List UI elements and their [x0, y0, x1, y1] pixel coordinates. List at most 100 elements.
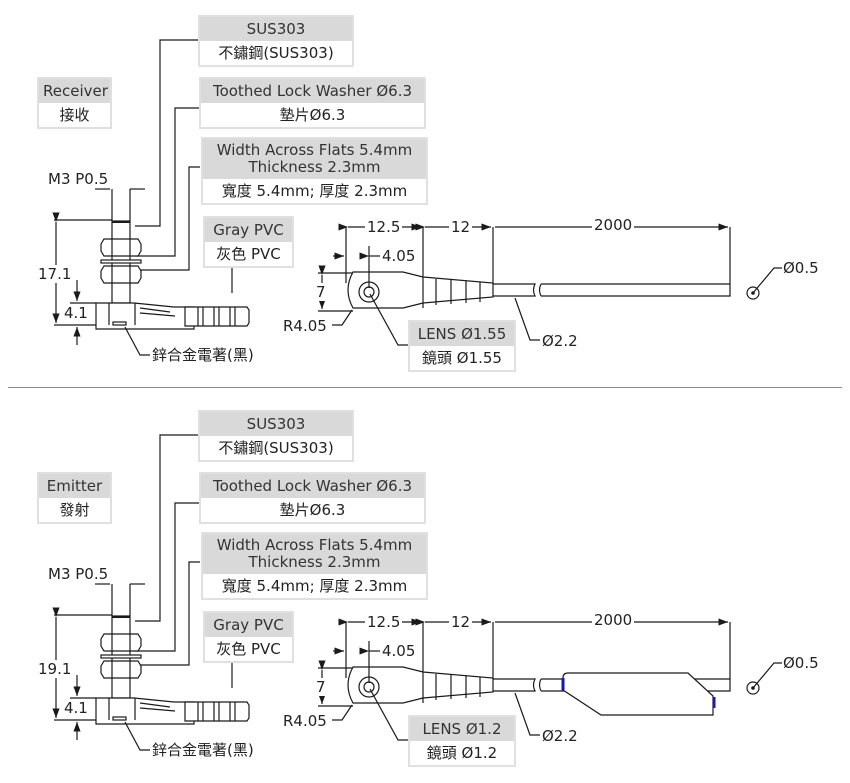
washer — [100, 259, 142, 264]
nut-en-line1: Width Across Flats 5.4mm — [216, 141, 413, 159]
sensor-body-side — [95, 302, 195, 330]
emitter-panel: Emitter 發射 SUS303 不鏽鋼(SUS303) Toothed Lo… — [0, 395, 850, 783]
washer — [100, 654, 142, 659]
sensor-type-label: Receiver 接收 — [37, 77, 112, 129]
nut-lower — [100, 265, 142, 284]
dim-len-cable: 2000 — [592, 216, 635, 234]
drawing-linework — [52, 434, 782, 751]
material-zh: 不鏽鋼(SUS303) — [200, 41, 352, 65]
material-label: SUS303 不鏽鋼(SUS303) — [198, 15, 354, 67]
leader-body — [124, 326, 150, 356]
drawing-line — [752, 662, 782, 689]
sensor-type-label: Emitter 發射 — [37, 472, 112, 524]
leader-nut — [135, 166, 200, 271]
dim-len-head: 12.5 — [365, 218, 403, 236]
section-divider — [8, 387, 842, 388]
sensor-type-en: Emitter — [39, 474, 110, 498]
dim-height-base: 4.1 — [64, 699, 88, 717]
boot-side — [184, 701, 250, 722]
nut-lower — [100, 660, 142, 679]
sensor-type-zh: 接收 — [39, 103, 110, 127]
nut-en-line1: Width Across Flats 5.4mm — [216, 536, 413, 554]
nut-upper — [100, 238, 142, 257]
lens-en: LENS Ø1.2 — [410, 717, 514, 741]
cable-plan — [493, 283, 731, 297]
sensor-type-zh: 發射 — [39, 498, 110, 522]
drawing-line — [514, 692, 540, 736]
dim-len-cable: 2000 — [592, 611, 635, 629]
dim-cable-dia: Ø2.2 — [542, 332, 578, 350]
pvc-en: Gray PVC — [205, 613, 292, 637]
leader-nut — [135, 561, 200, 666]
drawing-line — [52, 39, 782, 356]
leader-body — [124, 721, 150, 751]
dim-head-height: 7 — [316, 678, 326, 696]
nut-label: Width Across Flats 5.4mm Thickness 2.3mm… — [201, 532, 428, 600]
drawing-line — [332, 309, 353, 326]
nut-zh: 寬度 5.4mm; 厚度 2.3mm — [203, 574, 426, 598]
dim-fiber-dia: Ø0.5 — [783, 259, 819, 277]
pvc-en: Gray PVC — [205, 218, 292, 242]
leader-material — [135, 39, 200, 227]
dim-head-height: 7 — [316, 283, 326, 301]
nut-en-line2: Thickness 2.3mm — [248, 553, 381, 571]
material-en: SUS303 — [200, 17, 352, 41]
washer-en: Toothed Lock Washer Ø6.3 — [201, 79, 424, 103]
nut-upper — [100, 633, 142, 652]
drawing-line — [363, 681, 375, 693]
drawing-line — [139, 307, 176, 317]
drawing-line — [112, 321, 127, 326]
dim-cable-dia: Ø2.2 — [542, 727, 578, 745]
dim-len-boot: 12 — [449, 218, 473, 236]
sensor-head-plan — [347, 666, 494, 704]
drawing-line — [514, 297, 540, 341]
drawing-line — [752, 267, 782, 294]
lens-label: LENS Ø1.55 鏡頭 Ø1.55 — [408, 320, 516, 372]
leader-washer — [135, 502, 200, 652]
body-coating: 鋅合金電著(黑) — [152, 741, 254, 759]
nut-label: Width Across Flats 5.4mm Thickness 2.3mm… — [201, 137, 428, 205]
material-en: SUS303 — [200, 412, 352, 436]
body-coating: 鋅合金電著(黑) — [152, 346, 254, 364]
pvc-label: Gray PVC 灰色 PVC — [203, 216, 294, 268]
emitter-fitting — [562, 672, 714, 716]
dim-center-offset: 4.05 — [382, 642, 416, 660]
dim-len-head: 12.5 — [365, 613, 403, 631]
nut-en-line2: Thickness 2.3mm — [248, 158, 381, 176]
dim-height-base: 4.1 — [64, 304, 88, 322]
receiver-panel: Receiver 接收 SUS303 不鏽鋼(SUS303) Toothed L… — [0, 0, 850, 388]
material-zh: 不鏽鋼(SUS303) — [200, 436, 352, 460]
washer-en: Toothed Lock Washer Ø6.3 — [201, 474, 424, 498]
material-label: SUS303 不鏽鋼(SUS303) — [198, 410, 354, 462]
dim-radius: R4.05 — [283, 317, 327, 335]
washer-label: Toothed Lock Washer Ø6.3 墊片Ø6.3 — [199, 77, 426, 129]
washer-zh: 墊片Ø6.3 — [201, 498, 424, 522]
drawing-line — [363, 286, 375, 298]
thread-spec: M3 P0.5 — [48, 170, 109, 188]
leader-material — [135, 434, 200, 622]
drawing-line — [139, 702, 176, 712]
sensor-body-side — [95, 697, 195, 725]
pvc-zh: 灰色 PVC — [205, 637, 292, 661]
thread-spec: M3 P0.5 — [48, 565, 109, 583]
drawing-line — [369, 688, 410, 741]
sensor-head-plan — [347, 271, 494, 309]
drawing-line — [561, 672, 716, 716]
dim-len-boot: 12 — [449, 613, 473, 631]
dim-height-total: 17.1 — [38, 265, 72, 283]
sensor-type-en: Receiver — [39, 79, 110, 103]
dim-center-offset: 4.05 — [382, 247, 416, 265]
pvc-label: Gray PVC 灰色 PVC — [203, 611, 294, 663]
drawing-line — [112, 716, 127, 721]
lens-label: LENS Ø1.2 鏡頭 Ø1.2 — [408, 715, 516, 767]
nut-zh: 寬度 5.4mm; 厚度 2.3mm — [203, 179, 426, 203]
boot-side — [184, 306, 250, 327]
washer-zh: 墊片Ø6.3 — [201, 103, 424, 127]
drawing-line — [332, 704, 353, 721]
drawing-line — [52, 434, 782, 751]
pvc-zh: 灰色 PVC — [205, 242, 292, 266]
dim-radius: R4.05 — [283, 712, 327, 730]
leader-washer — [135, 107, 200, 257]
lens-zh: 鏡頭 Ø1.55 — [410, 346, 514, 370]
lens-zh: 鏡頭 Ø1.2 — [410, 741, 514, 765]
